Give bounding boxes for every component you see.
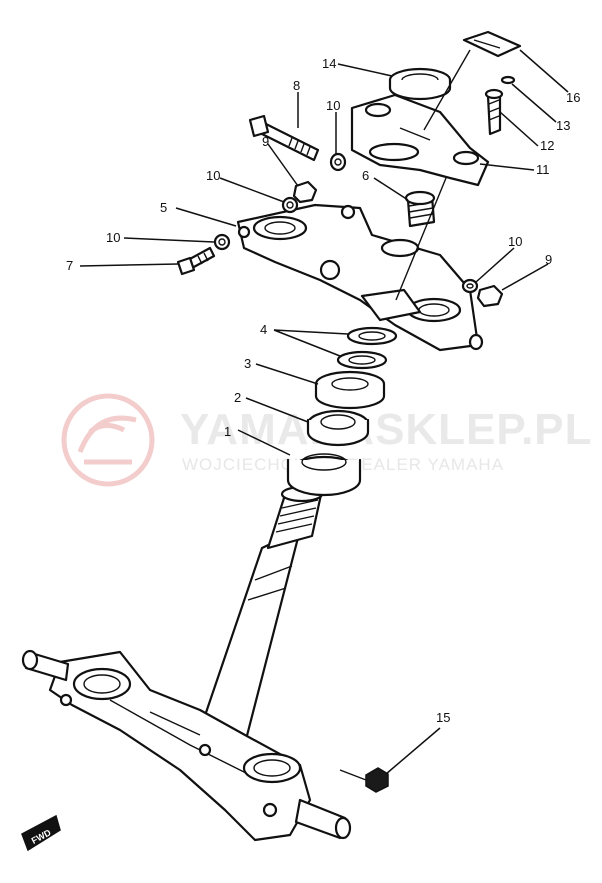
callout-11: 11 xyxy=(536,162,550,177)
callout-13: 13 xyxy=(556,118,570,133)
part-2-bearing-race xyxy=(306,409,370,447)
lower-bracket-assembly xyxy=(21,485,352,842)
leader-lines xyxy=(79,49,569,775)
callout-1: 1 xyxy=(224,424,231,439)
callout-5: 5 xyxy=(160,200,167,215)
watermark-logo xyxy=(61,393,155,487)
callout-3: 3 xyxy=(244,356,251,371)
callouts: 1 2 3 4 5 6 7 8 9 9 10 10 10 10 11 12 13… xyxy=(66,56,580,725)
fwd-direction-badge: FWD xyxy=(21,814,61,852)
part-6-bolt xyxy=(404,190,436,228)
callout-6: 6 xyxy=(362,168,369,183)
callout-10-d: 10 xyxy=(508,234,522,249)
callout-9-upper: 9 xyxy=(262,134,269,149)
callout-9-right: 9 xyxy=(545,252,552,267)
part-14-cap xyxy=(388,67,452,101)
part-5-upper-bracket xyxy=(236,203,484,352)
callout-10-a: 10 xyxy=(206,168,220,183)
callout-12: 12 xyxy=(540,138,554,153)
part-13-washer xyxy=(500,75,516,85)
callout-15: 15 xyxy=(436,710,450,725)
washers-and-nuts xyxy=(213,152,504,308)
part-1-bearing xyxy=(286,453,362,497)
part-12-bolt xyxy=(484,88,504,136)
part-8-long-bolt xyxy=(248,114,320,162)
callout-4: 4 xyxy=(260,322,267,337)
callout-14: 14 xyxy=(322,56,336,71)
callout-10-b: 10 xyxy=(106,230,120,245)
callout-16: 16 xyxy=(566,90,580,105)
part-3-bearing-race xyxy=(314,370,386,410)
callout-8: 8 xyxy=(293,78,300,93)
part-16-plate xyxy=(462,30,522,58)
part-7-bolt xyxy=(176,246,216,276)
part-15-nut xyxy=(339,767,389,793)
callout-7: 7 xyxy=(66,258,73,273)
watermark: YAMAHASKLEP.PL WOJCIECHOWSKI DEALER YAMA… xyxy=(61,393,593,487)
part-4-ring-nuts xyxy=(336,326,398,370)
watermark-brand: YAMAHASKLEP.PL xyxy=(180,405,593,454)
part-11-handlebar-holder xyxy=(350,93,490,187)
callout-10-c: 10 xyxy=(326,98,340,113)
callout-2: 2 xyxy=(234,390,241,405)
